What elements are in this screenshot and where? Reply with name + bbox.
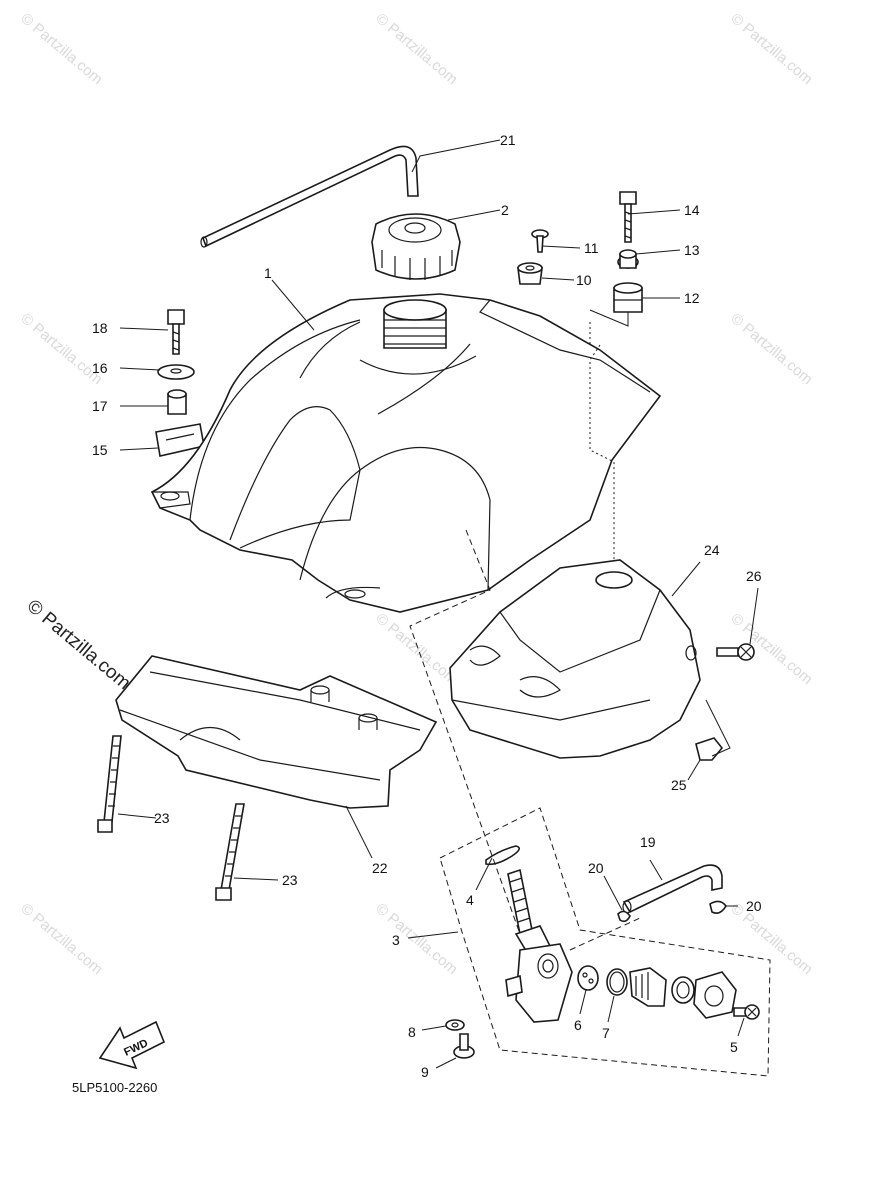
assembly-line — [409, 529, 521, 935]
callout-15: 15 — [92, 442, 108, 458]
callout-8: 8 — [408, 1024, 416, 1040]
collar — [617, 249, 639, 269]
watermark-text: © Partzilla.com — [372, 900, 460, 978]
breather-hose — [200, 145, 419, 248]
lever-seal — [671, 976, 695, 1004]
callout-10: 10 — [576, 272, 592, 288]
watermark-text: © Partzilla.com — [372, 610, 460, 688]
callout-20: 20 — [588, 860, 604, 876]
damper-grommet — [613, 282, 643, 313]
hose-clip — [695, 699, 731, 761]
callout-23: 23 — [282, 872, 298, 888]
watermark-text: © Partzilla.com — [727, 10, 815, 88]
callout-4: 4 — [466, 892, 474, 908]
watermark-text: © Partzilla.com — [372, 10, 460, 88]
callout-21: 21 — [500, 132, 516, 148]
callout-22: 22 — [372, 860, 388, 876]
tank-tray — [115, 655, 438, 809]
band-strap — [215, 803, 245, 901]
spacer — [167, 389, 187, 415]
callout-26: 26 — [746, 568, 762, 584]
diagram-code: 5LP5100-2260 — [72, 1080, 157, 1095]
cock-washer — [445, 1019, 465, 1031]
watermark-text: © Partzilla.com — [727, 310, 815, 388]
rubber-collar — [517, 262, 543, 285]
cock-screw — [453, 1033, 475, 1059]
fuel-hose — [622, 864, 723, 914]
hose-clamp — [617, 910, 631, 923]
cover-screw — [716, 643, 755, 661]
callout-labels: 21 2 1 14 13 12 11 10 18 16 17 15 24 26 … — [92, 132, 762, 1080]
callout-1: 1 — [264, 265, 272, 281]
small-screw — [531, 229, 549, 253]
fuel-cock — [505, 868, 573, 1023]
fuel-tank — [150, 293, 662, 613]
callout-3: 3 — [392, 932, 400, 948]
hose-clamp — [709, 900, 727, 914]
callout-5: 5 — [730, 1039, 738, 1055]
fuel-cock-assembly-outline — [439, 807, 771, 1077]
callout-17: 17 — [92, 398, 108, 414]
callout-23: 23 — [154, 810, 170, 826]
leader-lines — [117, 139, 759, 1069]
fuel-cock-gasket — [485, 845, 520, 866]
callout-25: 25 — [671, 777, 687, 793]
mount-bolt — [167, 309, 185, 355]
forward-direction-arrow: FWD — [98, 1020, 166, 1070]
callout-12: 12 — [684, 290, 700, 306]
plate-screw — [733, 1004, 760, 1020]
tank-cover — [449, 559, 701, 759]
callout-9: 9 — [421, 1064, 429, 1080]
callout-19: 19 — [640, 834, 656, 850]
alignment-line — [589, 322, 615, 580]
watermark-text: © Partzilla.com — [17, 10, 105, 88]
callout-16: 16 — [92, 360, 108, 376]
alignment-line — [589, 309, 629, 327]
callout-7: 7 — [602, 1025, 610, 1041]
callout-20: 20 — [746, 898, 762, 914]
lever-plate — [693, 971, 737, 1019]
callout-24: 24 — [704, 542, 720, 558]
fuel-cock-lever — [629, 967, 667, 1007]
callout-6: 6 — [574, 1017, 582, 1033]
tank-bolt — [619, 191, 637, 243]
callout-14: 14 — [684, 202, 700, 218]
watermark-text: © Partzilla.com — [17, 900, 105, 978]
callout-13: 13 — [684, 242, 700, 258]
fuel-cap — [371, 213, 461, 280]
lever-gasket — [577, 965, 599, 991]
o-ring — [606, 968, 628, 996]
callout-11: 11 — [584, 240, 599, 256]
watermark-text: © Partzilla.com — [727, 900, 815, 978]
washer — [157, 364, 195, 380]
assembly-line — [569, 917, 641, 951]
band-strap — [97, 735, 122, 833]
callout-2: 2 — [501, 202, 509, 218]
watermark-large-text: © Partzilla.com — [23, 596, 135, 694]
callout-18: 18 — [92, 320, 108, 336]
